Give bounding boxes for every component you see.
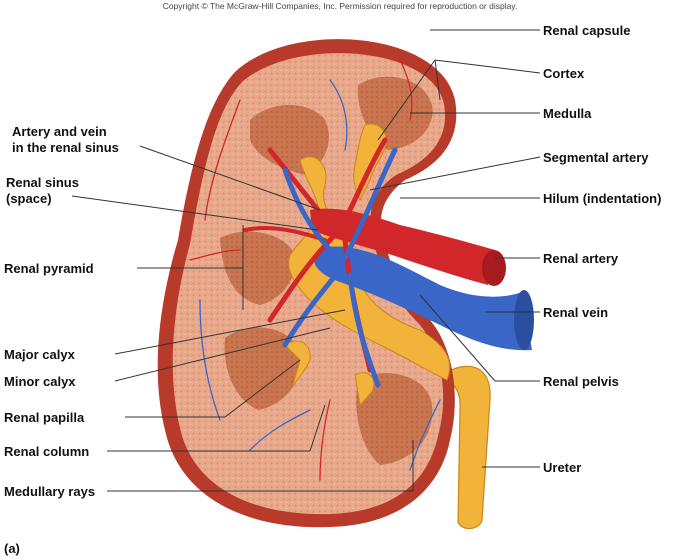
- label-renal-column: Renal column: [4, 444, 90, 459]
- label-renal-sinus-line1: Renal sinus: [6, 175, 79, 190]
- label-renal-papilla: Renal papilla: [4, 410, 85, 425]
- label-renal-pelvis: Renal pelvis: [543, 374, 619, 389]
- label-renal-capsule: Renal capsule: [543, 23, 631, 38]
- label-medullary-rays: Medullary rays: [4, 484, 96, 499]
- vessel-branches: [189, 59, 441, 481]
- label-artery-vein-line1: Artery and vein: [12, 124, 107, 139]
- label-medulla: Medulla: [543, 106, 592, 121]
- copyright-notice: Copyright © The McGraw-Hill Companies, I…: [162, 1, 518, 11]
- label-cortex: Cortex: [543, 66, 585, 81]
- renal-artery: [310, 208, 506, 286]
- label-renal-sinus-line2: (space): [6, 191, 52, 206]
- label-artery-vein-line2: in the renal sinus: [12, 140, 119, 155]
- label-minor-calyx: Minor calyx: [4, 374, 76, 389]
- ureter: [446, 365, 491, 530]
- label-ureter: Ureter: [543, 460, 582, 475]
- label-hilum: Hilum (indentation): [543, 191, 662, 206]
- leader-lines: [71, 29, 541, 492]
- label-renal-artery: Renal artery: [543, 251, 619, 266]
- label-segmental-artery: Segmental artery: [543, 150, 649, 165]
- label-renal-pyramid: Renal pyramid: [4, 261, 94, 276]
- figure-letter: (a): [4, 541, 20, 556]
- label-renal-vein: Renal vein: [543, 305, 609, 320]
- label-major-calyx: Major calyx: [4, 347, 75, 362]
